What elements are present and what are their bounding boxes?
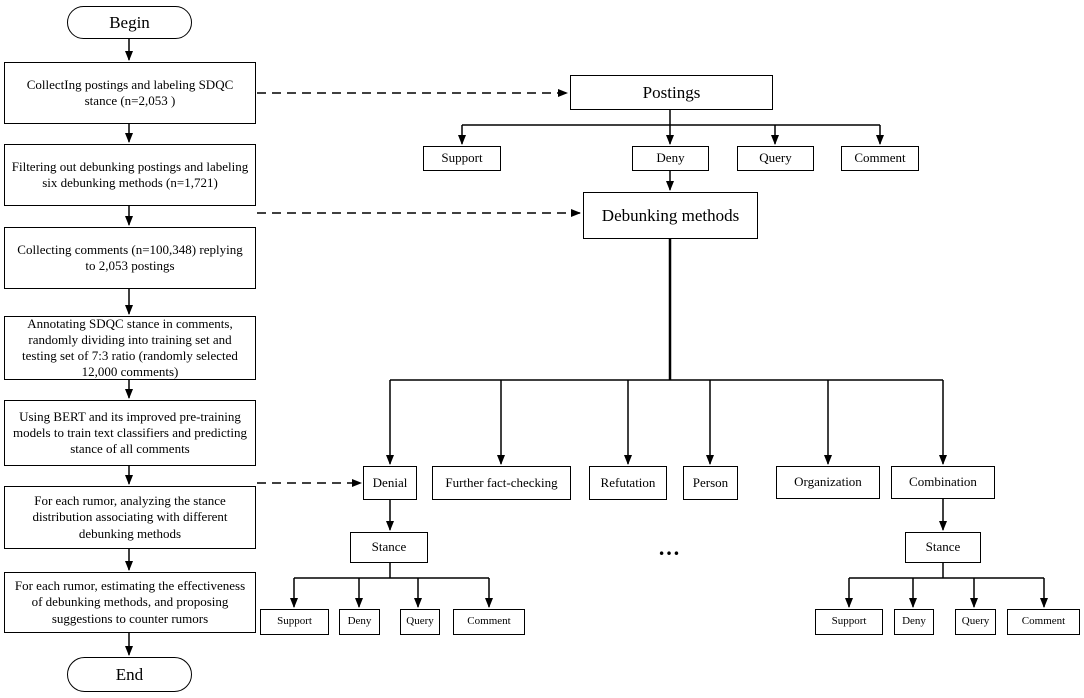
ellipsis: …	[658, 535, 681, 560]
step-collect-postings: CollectIng postings and labeling SDQC st…	[4, 62, 256, 124]
postings-comment-node: Comment	[841, 146, 919, 171]
postings-support-label: Support	[441, 150, 483, 166]
end-label: End	[115, 664, 144, 684]
denial-comment-node: Comment	[453, 609, 525, 635]
step-2-text: Filtering out debunking postings and lab…	[11, 158, 249, 190]
method-further-fact-checking-label: Further fact-checking	[445, 474, 558, 490]
method-denial-label: Denial	[372, 474, 408, 490]
denial-stance-node: Stance	[350, 532, 428, 563]
debunking-methods-node: Debunking methods	[583, 192, 758, 239]
postings-query-node: Query	[737, 146, 814, 171]
denial-query-label: Query	[406, 615, 434, 628]
combination-support-node: Support	[815, 609, 883, 635]
postings-support-node: Support	[423, 146, 501, 171]
postings-comment-label: Comment	[854, 150, 906, 166]
combination-query-node: Query	[955, 609, 996, 635]
denial-deny-node: Deny	[339, 609, 380, 635]
denial-deny-label: Deny	[347, 615, 372, 628]
step-filter-debunking: Filtering out debunking postings and lab…	[4, 144, 256, 206]
step-4-text: Annotating SDQC stance in comments, rand…	[22, 315, 238, 380]
combination-comment-node: Comment	[1007, 609, 1080, 635]
postings-query-label: Query	[759, 150, 792, 166]
method-organization-label: Organization	[794, 474, 862, 490]
step-1-text: CollectIng postings and labeling SDQC st…	[26, 76, 234, 108]
step-6-text: For each rumor, analyzing the stance dis…	[32, 493, 228, 541]
step-estimate-effectiveness: For each rumor, estimating the effective…	[4, 572, 256, 633]
combination-query-label: Query	[961, 615, 990, 628]
begin-terminal: Begin	[67, 6, 192, 39]
debunking-methods-label: Debunking methods	[601, 205, 740, 225]
step-7-text: For each rumor, estimating the effective…	[14, 578, 246, 626]
denial-support-label: Support	[277, 615, 312, 628]
method-combination-label: Combination	[909, 474, 977, 490]
combination-support-label: Support	[831, 615, 867, 628]
postings-label: Postings	[642, 82, 701, 102]
combination-stance-node: Stance	[905, 532, 981, 563]
postings-node: Postings	[570, 75, 773, 110]
step-collect-comments: Collecting comments (n=100,348) replying…	[4, 227, 256, 289]
method-organization-node: Organization	[776, 466, 880, 499]
begin-label: Begin	[109, 12, 150, 32]
denial-support-node: Support	[260, 609, 329, 635]
method-refutation-node: Refutation	[589, 466, 667, 500]
step-analyze-distribution: For each rumor, analyzing the stance dis…	[4, 486, 256, 549]
postings-deny-label: Deny	[656, 150, 685, 166]
step-3-text: Collecting comments (n=100,348) replying…	[17, 241, 243, 273]
step-5-text: Using BERT and its improved pre-training…	[13, 408, 247, 457]
method-further-fact-checking-node: Further fact-checking	[432, 466, 571, 500]
method-refutation-label: Refutation	[600, 474, 656, 490]
method-combination-node: Combination	[891, 466, 995, 499]
step-train-classifiers: Using BERT and its improved pre-training…	[4, 400, 256, 466]
combination-deny-label: Deny	[902, 615, 926, 628]
combination-stance-label: Stance	[925, 539, 961, 555]
method-denial-node: Denial	[363, 466, 417, 500]
method-person-label: Person	[692, 474, 729, 490]
method-person-node: Person	[683, 466, 738, 500]
denial-comment-label: Comment	[467, 615, 511, 628]
end-terminal: End	[67, 657, 192, 692]
step-annotate-stance: Annotating SDQC stance in comments, rand…	[4, 316, 256, 380]
denial-stance-label: Stance	[371, 539, 407, 555]
combination-comment-label: Comment	[1021, 615, 1066, 628]
denial-query-node: Query	[400, 609, 440, 635]
combination-deny-node: Deny	[894, 609, 934, 635]
postings-deny-node: Deny	[632, 146, 709, 171]
